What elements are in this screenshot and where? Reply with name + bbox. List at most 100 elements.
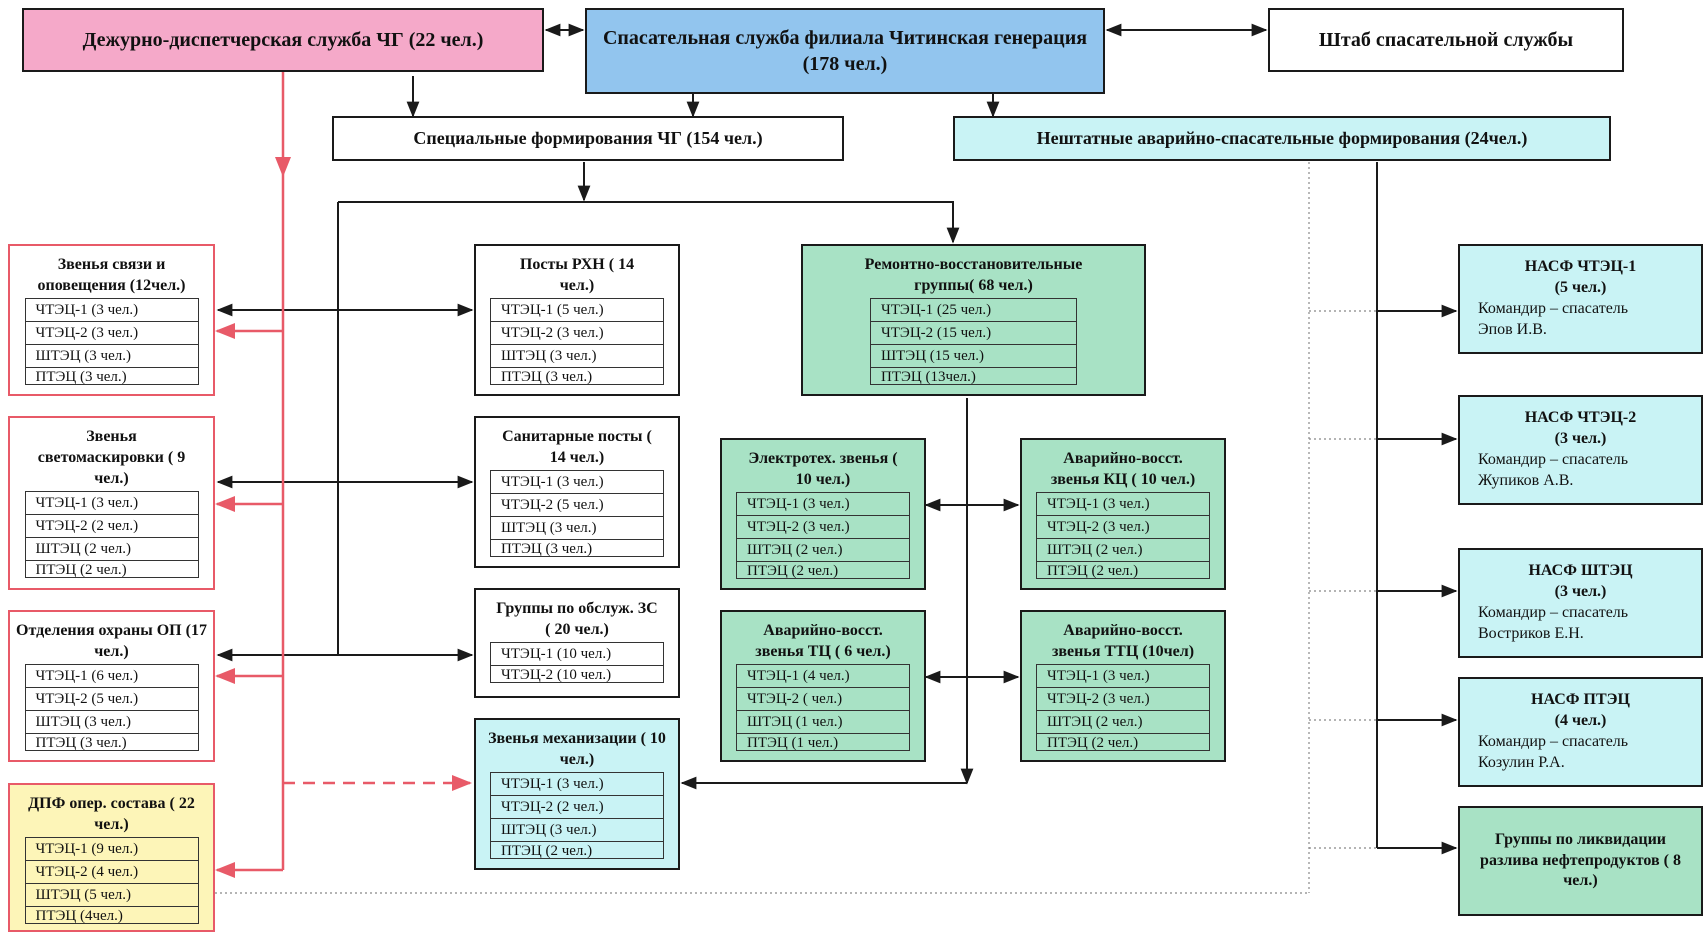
table-row: ШТЭЦ (2 чел.) <box>737 539 909 562</box>
nasf-shtec-title: НАСФ ШТЭЦ <box>1528 562 1633 579</box>
table-row: ПТЭЦ (13чел.) <box>871 368 1076 385</box>
table-row: ЧТЭЦ-2 (2 чел.) <box>25 515 198 538</box>
emergency-kc-units-box[interactable]: Аварийно-восст. звенья КЦ ( 10 чел.) ЧТЭ… <box>1020 438 1226 590</box>
table-row: ШТЭЦ (2 чел.) <box>1037 539 1209 562</box>
table-row: ЧТЭЦ-1 (3 чел.) <box>25 299 198 322</box>
table-row: ЧТЭЦ-1 (3 чел.) <box>1037 665 1209 688</box>
mechanization-units-box[interactable]: Звенья механизации ( 10 чел.) ЧТЭЦ-1 (3 … <box>474 718 680 870</box>
emergency-ttc-units-box[interactable]: Аварийно-восст. звенья ТТЦ (10чел) ЧТЭЦ-… <box>1020 610 1226 762</box>
special-formations-label: Специальные формирования ЧГ (154 чел.) <box>413 127 763 148</box>
emergency-ttc-units-title: Аварийно-восст. звенья ТТЦ (10чел) <box>1051 622 1195 660</box>
table-row: ЧТЭЦ-2 (5 чел.) <box>25 688 198 711</box>
blackout-units-box[interactable]: Звенья светомаскировки ( 9 чел.) ЧТЭЦ-1 … <box>8 416 215 590</box>
table-row: ЧТЭЦ-1 (6 чел.) <box>25 665 198 688</box>
nasf-chtec1-box[interactable]: НАСФ ЧТЭЦ-1 (5 чел.) Командир – спасател… <box>1458 244 1703 354</box>
sanitary-posts-title: Санитарные посты ( 14 чел.) <box>502 428 652 466</box>
table-row: ЧТЭЦ-2 (3 чел.) <box>25 322 198 345</box>
table-row: ЧТЭЦ-2 (3 чел.) <box>1037 516 1209 539</box>
special-formations-box[interactable]: Специальные формирования ЧГ (154 чел.) <box>332 116 844 161</box>
nasf-chtec2-count: (3 чел.) <box>1554 430 1607 447</box>
table-row: ШТЭЦ (15 чел.) <box>871 345 1076 368</box>
shelter-service-box[interactable]: Группы по обслуж. ЗС ( 20 чел.) ЧТЭЦ-1 (… <box>474 588 680 698</box>
nasf-shtec-commander: Востриков Е.Н. <box>1478 625 1584 642</box>
repair-groups-box[interactable]: Ремонтно-восстановительные группы( 68 че… <box>801 244 1146 396</box>
table-row: ШТЭЦ (3 чел.) <box>491 517 663 540</box>
table-row: ЧТЭЦ-1 (3 чел.) <box>1037 493 1209 516</box>
table-row: ШТЭЦ (5 чел.) <box>25 884 198 907</box>
comm-units-title: Звенья связи и оповещения (12чел.) <box>37 256 186 294</box>
security-units-box[interactable]: Отделения охраны ОП (17 чел.) ЧТЭЦ-1 (6 … <box>8 610 215 762</box>
table-row: ЧТЭЦ-1 (5 чел.) <box>491 299 663 322</box>
table-row: ЧТЭЦ-1 (4 чел.) <box>737 665 909 688</box>
table-row: ПТЭЦ (1 чел.) <box>737 734 909 751</box>
table-row: ШТЭЦ (3 чел.) <box>491 819 663 842</box>
table-row: ПТЭЦ (4чел.) <box>25 907 198 924</box>
nonstaff-formations-label: Нештатные аварийно-спасательные формиров… <box>1036 127 1528 148</box>
emergency-tc-units-title: Аварийно-восст. звенья ТЦ ( 6 чел.) <box>755 622 891 660</box>
nasf-chtec2-role: Командир – спасатель <box>1478 451 1629 468</box>
table-row: ПТЭЦ (2 чел.) <box>1037 734 1209 751</box>
rescue-hq-box[interactable]: Штаб спасательной службы <box>1268 8 1624 72</box>
table-row: ЧТЭЦ-1 (3 чел.) <box>491 471 663 494</box>
table-row: ШТЭЦ (2 чел.) <box>1037 711 1209 734</box>
table-row: ПТЭЦ (2 чел.) <box>491 842 663 859</box>
table-row: ЧТЭЦ-1 (25 чел.) <box>871 299 1076 322</box>
comm-units-box[interactable]: Звенья связи и оповещения (12чел.) ЧТЭЦ-… <box>8 244 215 396</box>
emergency-kc-units-title: Аварийно-восст. звенья КЦ ( 10 чел.) <box>1050 450 1196 488</box>
table-row: ЧТЭЦ-1 (3 чел.) <box>737 493 909 516</box>
table-row: ЧТЭЦ-2 (2 чел.) <box>491 796 663 819</box>
nasf-chtec1-title: НАСФ ЧТЭЦ-1 <box>1524 258 1637 275</box>
table-row: ПТЭЦ (3 чел.) <box>25 368 198 385</box>
shelter-service-title: Группы по обслуж. ЗС ( 20 чел.) <box>496 600 658 638</box>
table-row: ЧТЭЦ-2 ( чел.) <box>737 688 909 711</box>
rescue-service-label: Спасательная служба филиала Читинская ге… <box>602 27 1088 75</box>
security-units-title: Отделения охраны ОП (17 чел.) <box>16 622 207 660</box>
table-row: ПТЭЦ (2 чел.) <box>737 562 909 579</box>
nasf-chtec2-title: НАСФ ЧТЭЦ-2 <box>1524 409 1637 426</box>
rkhn-posts-box[interactable]: Посты РХН ( 14 чел.) ЧТЭЦ-1 (5 чел.) ЧТЭ… <box>474 244 680 396</box>
nasf-shtec-box[interactable]: НАСФ ШТЭЦ (3 чел.) Командир – спасатель … <box>1458 548 1703 658</box>
dispatch-service-label: Дежурно-диспетчерская служба ЧГ (22 чел.… <box>82 29 484 51</box>
table-row: ШТЭЦ (1 чел.) <box>737 711 909 734</box>
rkhn-posts-title: Посты РХН ( 14 чел.) <box>519 256 635 294</box>
blackout-units-title: Звенья светомаскировки ( 9 чел.) <box>37 428 186 487</box>
table-row: ШТЭЦ (3 чел.) <box>25 345 198 368</box>
emergency-tc-units-box[interactable]: Аварийно-восст. звенья ТЦ ( 6 чел.) ЧТЭЦ… <box>720 610 926 762</box>
table-row: ЧТЭЦ-2 (3 чел.) <box>1037 688 1209 711</box>
nasf-ptec-box[interactable]: НАСФ ПТЭЦ (4 чел.) Командир – спасатель … <box>1458 677 1703 787</box>
nasf-chtec2-commander: Жупиков А.В. <box>1478 472 1574 489</box>
dispatch-service-box[interactable]: Дежурно-диспетчерская служба ЧГ (22 чел.… <box>22 8 544 72</box>
table-row: ПТЭЦ (3 чел.) <box>491 368 663 385</box>
nasf-chtec1-role: Командир – спасатель <box>1478 300 1629 317</box>
electrotech-units-title: Электротех. звенья ( 10 чел.) <box>748 450 898 488</box>
table-row: ЧТЭЦ-2 (15 чел.) <box>871 322 1076 345</box>
table-row: ЧТЭЦ-1 (3 чел.) <box>491 773 663 796</box>
table-row: ШТЭЦ (3 чел.) <box>491 345 663 368</box>
sanitary-posts-box[interactable]: Санитарные посты ( 14 чел.) ЧТЭЦ-1 (3 че… <box>474 416 680 568</box>
table-row: ЧТЭЦ-1 (3 чел.) <box>25 492 198 515</box>
table-row: ШТЭЦ (2 чел.) <box>25 538 198 561</box>
table-row: ЧТЭЦ-2 (4 чел.) <box>25 861 198 884</box>
table-row: ЧТЭЦ-2 (5 чел.) <box>491 494 663 517</box>
mechanization-units-title: Звенья механизации ( 10 чел.) <box>488 730 666 768</box>
nonstaff-formations-box[interactable]: Нештатные аварийно-спасательные формиров… <box>953 116 1611 161</box>
dpf-units-title: ДПФ опер. состава ( 22 чел.) <box>28 795 195 833</box>
nasf-ptec-commander: Козулин Р.А. <box>1478 754 1565 771</box>
electrotech-units-box[interactable]: Электротех. звенья ( 10 чел.) ЧТЭЦ-1 (3 … <box>720 438 926 590</box>
rescue-service-box[interactable]: Спасательная служба филиала Читинская ге… <box>585 8 1105 94</box>
table-row: ЧТЭЦ-2 (10 чел.) <box>491 666 663 683</box>
rescue-hq-label: Штаб спасательной службы <box>1318 29 1574 51</box>
table-row: ЧТЭЦ-1 (9 чел.) <box>25 838 198 861</box>
repair-groups-title: Ремонтно-восстановительные группы( 68 че… <box>864 256 1083 294</box>
table-row: ШТЭЦ (3 чел.) <box>25 711 198 734</box>
table-row: ПТЭЦ (2 чел.) <box>1037 562 1209 579</box>
table-row: ПТЭЦ (3 чел.) <box>25 734 198 751</box>
oil-spill-groups-label: Группы по ликвидации разлива нефтепродук… <box>1480 830 1681 890</box>
dpf-units-box[interactable]: ДПФ опер. состава ( 22 чел.) ЧТЭЦ-1 (9 ч… <box>8 783 215 932</box>
oil-spill-groups-box[interactable]: Группы по ликвидации разлива нефтепродук… <box>1458 806 1703 916</box>
nasf-ptec-title: НАСФ ПТЭЦ <box>1531 691 1630 708</box>
nasf-ptec-role: Командир – спасатель <box>1478 733 1629 750</box>
table-row: ЧТЭЦ-2 (3 чел.) <box>737 516 909 539</box>
nasf-chtec2-box[interactable]: НАСФ ЧТЭЦ-2 (3 чел.) Командир – спасател… <box>1458 395 1703 505</box>
